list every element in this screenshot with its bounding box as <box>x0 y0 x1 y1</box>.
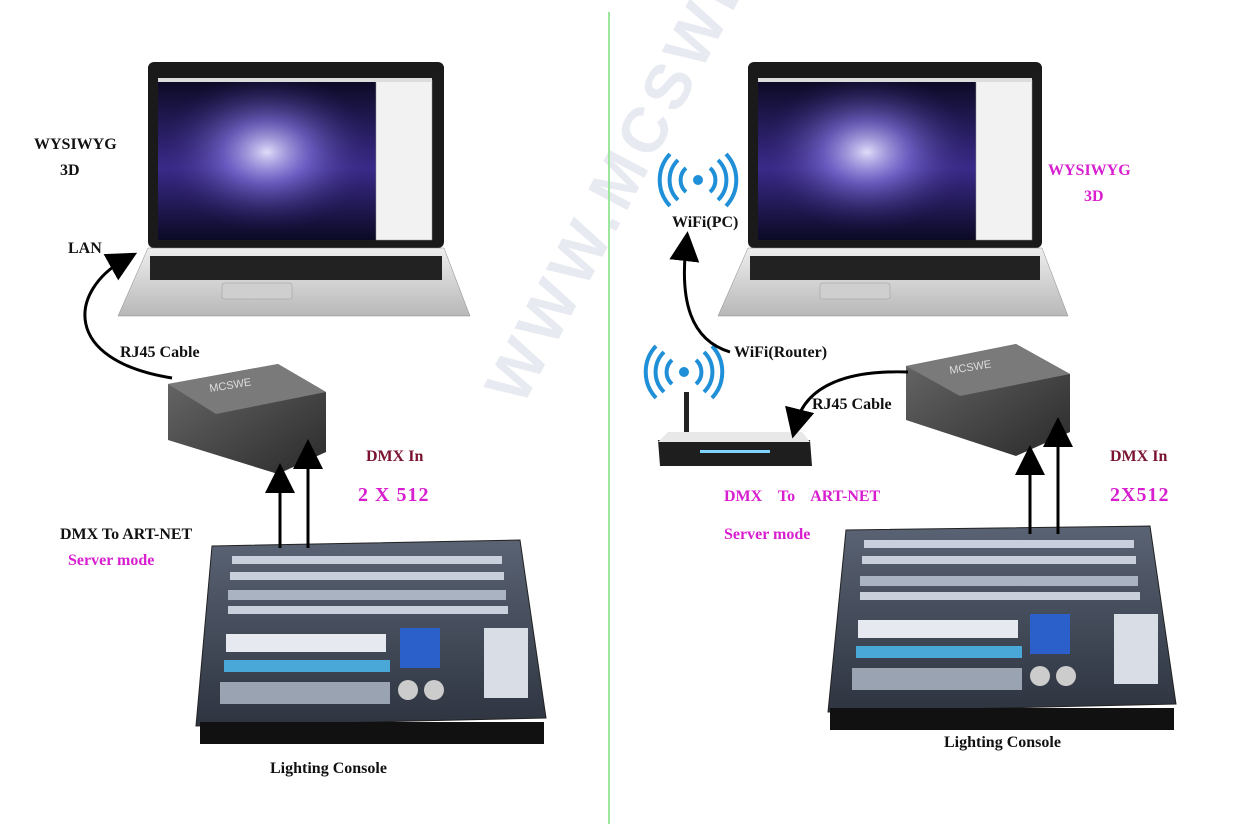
console-label-right: Lighting Console <box>944 734 1061 751</box>
wifi-pc-label: WiFi(PC) <box>672 214 739 231</box>
wifi-router <box>658 392 812 466</box>
lighting-console-right <box>827 525 1177 730</box>
dmx-arrow-right <box>1015 417 1073 534</box>
laptop-right <box>717 62 1069 317</box>
mode-sub-left: Server mode <box>68 552 155 569</box>
software-label-left: WYSIWYG <box>34 136 117 153</box>
lighting-console-left <box>195 539 547 744</box>
console-label-left: Lighting Console <box>270 760 387 777</box>
mode-title-right: DMX To ART-NET <box>724 488 881 505</box>
laptop-left <box>117 62 471 317</box>
dmx-count-right: 2X512 <box>1110 484 1170 506</box>
software-sub-label-right: 3D <box>1084 188 1104 205</box>
rj45-cable-arrow-left <box>83 252 173 380</box>
rj45-cable-arrow-right <box>785 370 909 439</box>
lan-label: LAN <box>68 240 102 257</box>
wifi-signal-icon <box>643 344 725 400</box>
dmx-artnet-box-right: MCSWE <box>906 344 1070 456</box>
wifi-router-label: WiFi(Router) <box>734 344 828 361</box>
software-label-right: WYSIWYG <box>1048 162 1131 179</box>
dmx-count-left: 2 X 512 <box>358 484 430 506</box>
dmx-in-label-left: DMX In <box>366 448 424 465</box>
dmx-arrow-left <box>265 439 323 548</box>
rj45-label-right: RJ45 Cable <box>812 396 892 413</box>
dmx-artnet-box-left: MCSWE <box>168 364 326 474</box>
wifi-link-arrow <box>669 231 731 354</box>
software-sub-label-left: 3D <box>60 162 80 179</box>
wifi-signal-icon <box>657 152 739 208</box>
rj45-label-left: RJ45 Cable <box>120 344 200 361</box>
dmx-in-label-right: DMX In <box>1110 448 1168 465</box>
mode-title-left: DMX To ART-NET <box>60 526 193 543</box>
mode-sub-right: Server mode <box>724 526 811 543</box>
panel-divider <box>608 12 610 824</box>
